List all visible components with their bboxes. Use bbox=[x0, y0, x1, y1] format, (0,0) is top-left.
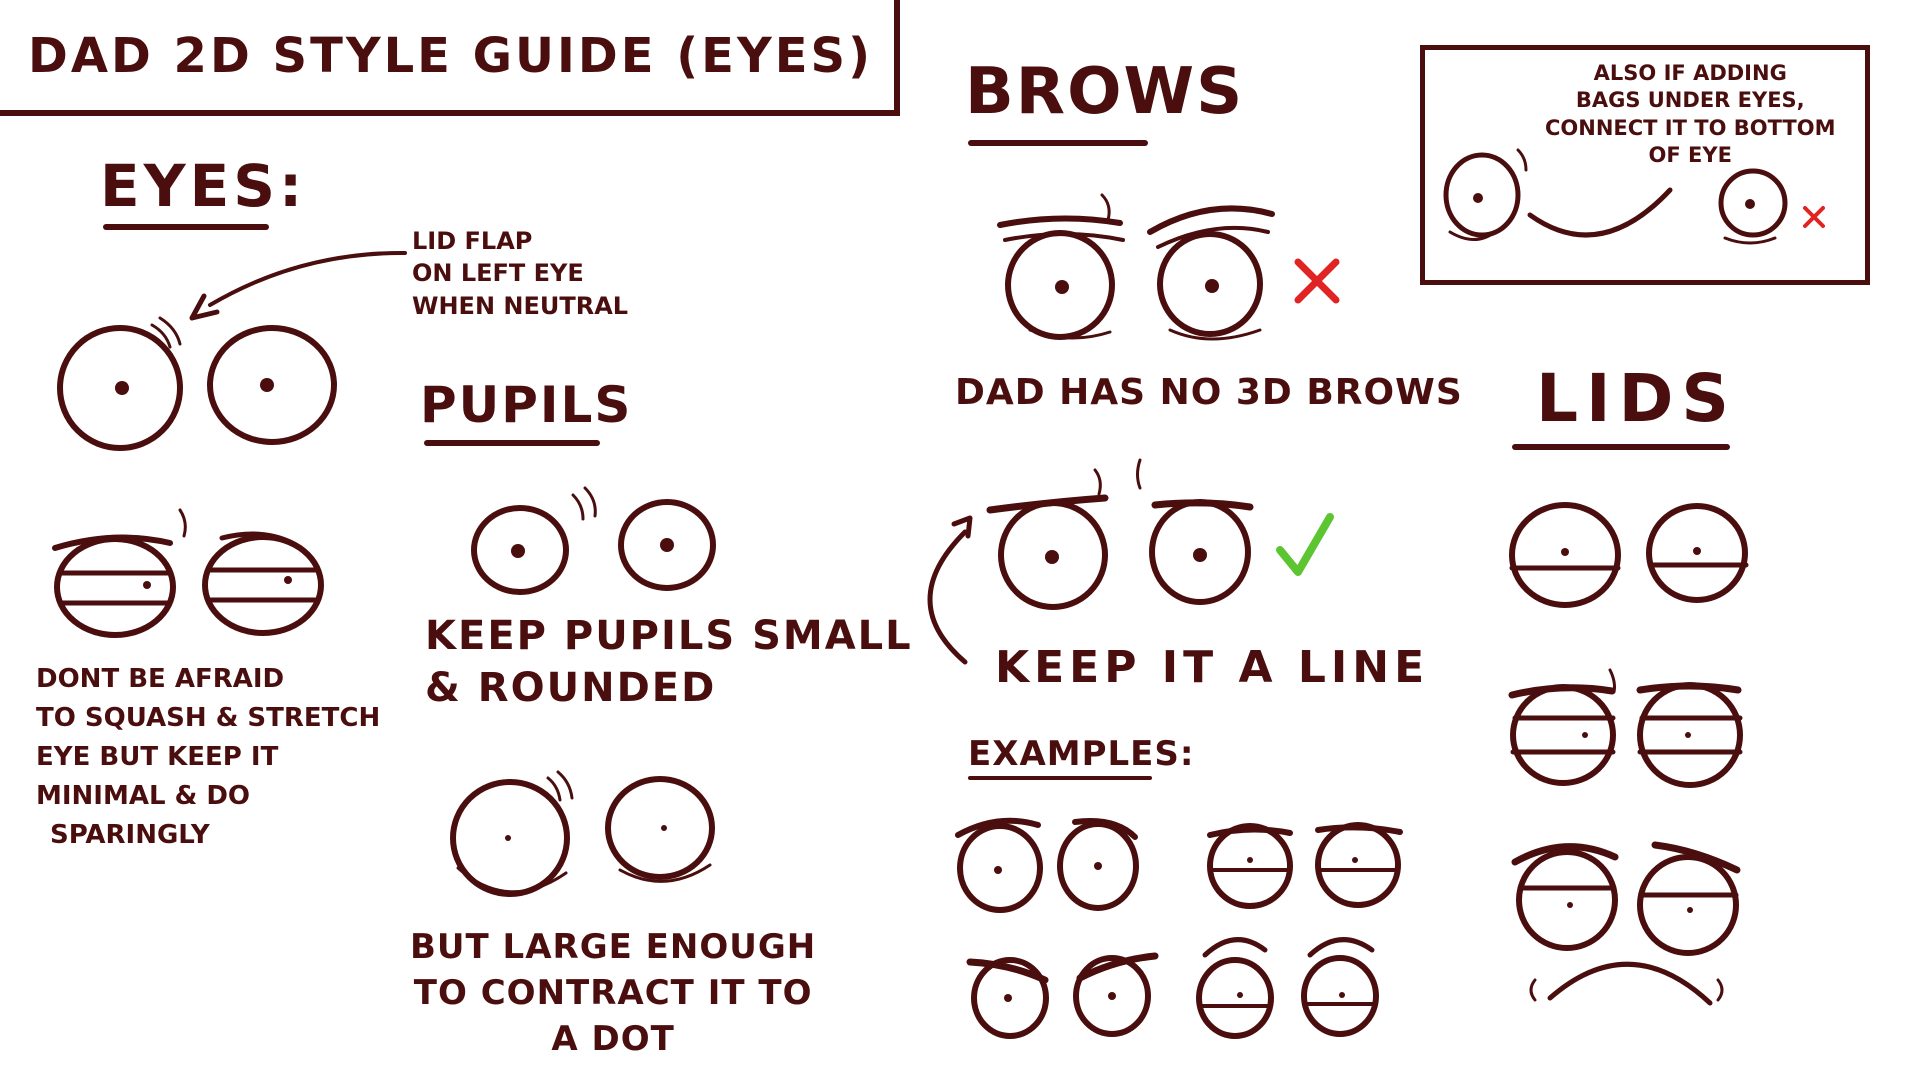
keep-pupils-note-line: & ROUNDED bbox=[425, 665, 717, 711]
bags-note-line: CONNECT IT TO BOTTOM bbox=[1545, 115, 1836, 140]
dot-pupil-eye-pair bbox=[450, 770, 715, 897]
bags-note: ALSO IF ADDING BAGS UNDER EYES, CONNECT … bbox=[1545, 60, 1835, 169]
lids-sad-pair bbox=[1511, 841, 1741, 1006]
brows-line-eye-pair bbox=[927, 458, 1254, 665]
lid-flap-note-line: LID FLAP bbox=[412, 227, 533, 255]
keep-it-a-line-note: KEEP IT A LINE bbox=[995, 642, 1430, 693]
lids-squinted-pair bbox=[1508, 668, 1743, 788]
lid-flap-arrow bbox=[189, 250, 407, 321]
eyes-heading: EYES: bbox=[100, 152, 307, 220]
page-title: DAD 2D STYLE GUIDE (EYES) bbox=[28, 28, 874, 84]
lid-flap-note: LID FLAP ON LEFT EYE WHEN NEUTRAL bbox=[412, 225, 628, 322]
bags-note-frame bbox=[1420, 45, 1870, 285]
keep-pupils-note: KEEP PUPILS SMALL & ROUNDED bbox=[425, 610, 913, 714]
squash-note-line: DONT BE AFRAID bbox=[36, 664, 285, 694]
squash-stretch-note: DONT BE AFRAID TO SQUASH & STRETCH EYE B… bbox=[36, 660, 380, 855]
example-eye-pair bbox=[1207, 822, 1403, 909]
lids-neutral-pair bbox=[1509, 502, 1749, 608]
squash-note-line: SPARINGLY bbox=[50, 820, 210, 850]
lids-heading: LIDS bbox=[1536, 360, 1737, 437]
check-icon bbox=[1276, 513, 1334, 576]
lids-heading-underline bbox=[1512, 444, 1730, 450]
squash-note-line: TO SQUASH & STRETCH bbox=[36, 703, 381, 733]
examples-heading-underline bbox=[968, 776, 1152, 780]
brows-heading-underline bbox=[968, 140, 1148, 146]
example-eye-pair bbox=[955, 817, 1139, 913]
large-enough-note-line: A DOT bbox=[551, 1018, 675, 1059]
squash-note-line: MINIMAL & DO bbox=[36, 781, 251, 811]
title-frame bbox=[0, 0, 900, 116]
keep-pupils-note-line: KEEP PUPILS SMALL bbox=[425, 613, 913, 659]
large-enough-note-line: BUT LARGE ENOUGH bbox=[410, 927, 817, 967]
bags-note-line: BAGS UNDER EYES, bbox=[1575, 88, 1805, 113]
bags-note-line: ALSO IF ADDING bbox=[1593, 61, 1787, 85]
pupils-heading-underline bbox=[424, 440, 600, 446]
example-eye-pair bbox=[966, 952, 1159, 1039]
example-eye-pair bbox=[1196, 937, 1379, 1039]
small-pupil-eye-pair bbox=[471, 486, 716, 595]
bags-cross-icon bbox=[1803, 206, 1825, 228]
squashed-eye-pair bbox=[52, 508, 324, 638]
large-enough-note: BUT LARGE ENOUGH TO CONTRACT IT TO A DOT bbox=[410, 925, 816, 1063]
bags-under-eye-sketch bbox=[1443, 148, 1788, 245]
squash-note-line: EYE BUT KEEP IT bbox=[36, 742, 279, 772]
pupils-heading: PUPILS bbox=[420, 376, 633, 434]
eyes-heading-underline bbox=[103, 224, 269, 230]
brows-3d-eye-pair bbox=[997, 193, 1275, 341]
large-enough-note-line: TO CONTRACT IT TO bbox=[413, 972, 813, 1013]
lid-flap-note-line: ON LEFT EYE bbox=[412, 259, 584, 288]
neutral-eye-pair bbox=[57, 316, 337, 451]
no-3d-brows-note: DAD HAS NO 3D BROWS bbox=[955, 372, 1463, 413]
brows-heading: BROWS bbox=[965, 55, 1245, 129]
examples-heading: EXAMPLES: bbox=[968, 734, 1195, 774]
bags-note-line: OF EYE bbox=[1648, 142, 1732, 167]
lid-flap-note-line: WHEN NEUTRAL bbox=[412, 291, 629, 320]
cross-icon bbox=[1294, 258, 1340, 304]
